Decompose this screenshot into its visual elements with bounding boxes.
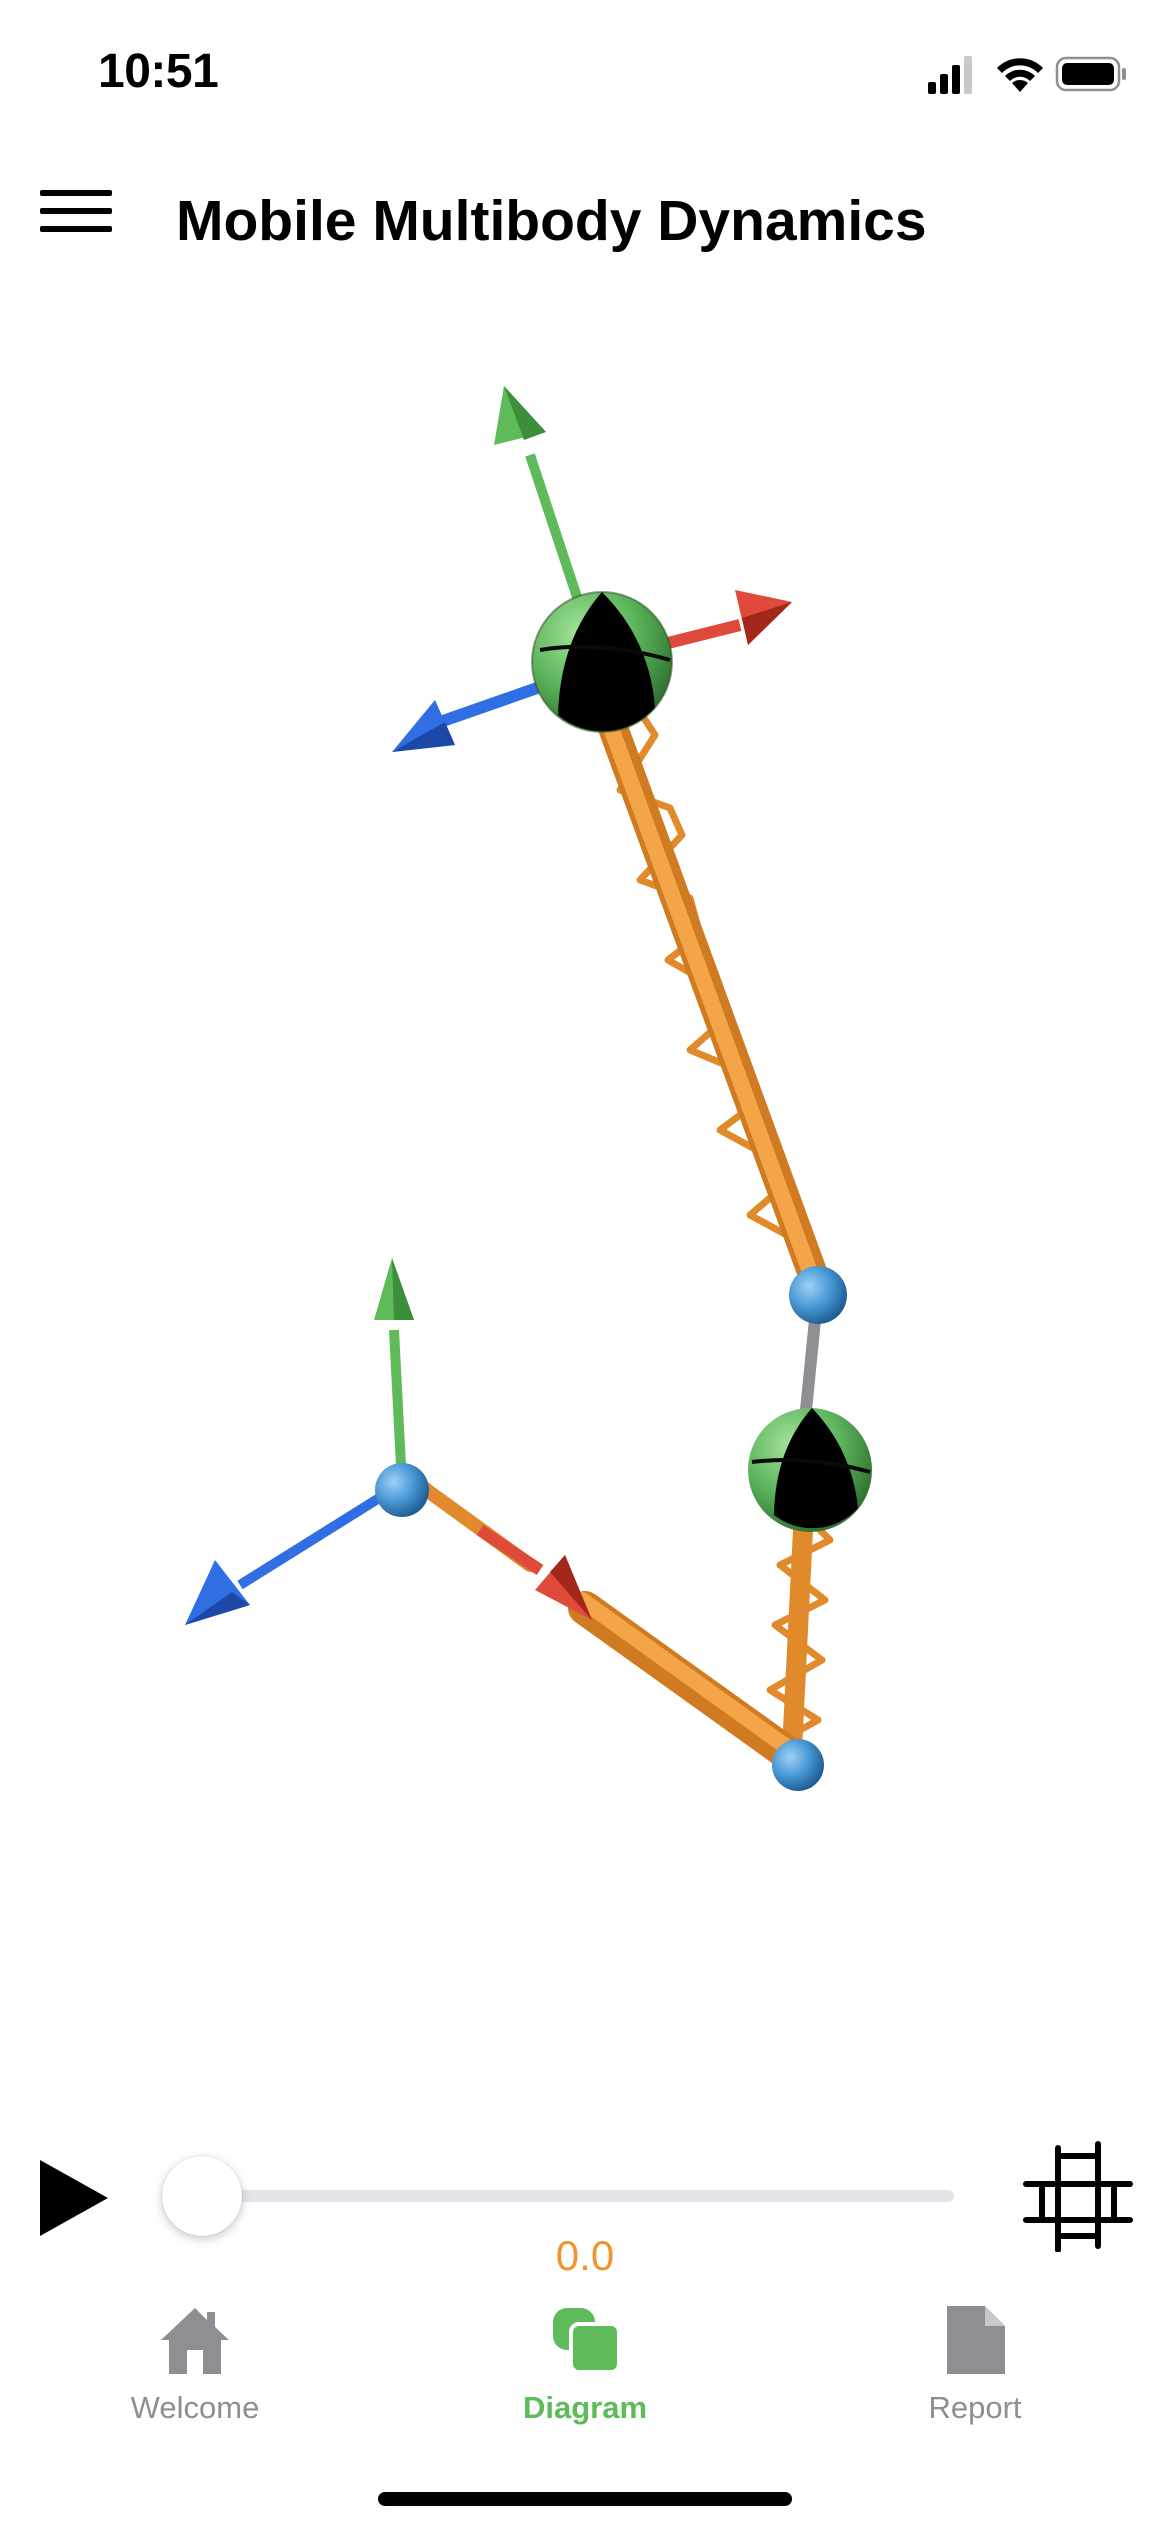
tab-bar: Welcome Diagram Report	[0, 2290, 1170, 2450]
tab-label: Report	[928, 2390, 1022, 2425]
home-indicator[interactable]	[378, 2492, 792, 2506]
play-icon[interactable]	[36, 2156, 112, 2240]
bottom-joint	[772, 1739, 824, 1791]
cellular-signal-icon	[928, 56, 972, 94]
time-value: 0.0	[555, 2232, 615, 2279]
time-slider-track[interactable]	[168, 2190, 954, 2202]
battery-icon	[1055, 56, 1126, 92]
base-joint	[375, 1463, 429, 1517]
time-slider-thumb[interactable]	[162, 2156, 242, 2236]
tab-label: Diagram	[522, 2390, 648, 2425]
lower-mass	[748, 1408, 872, 1532]
page-title: Mobile Multibody Dynamics	[176, 189, 927, 253]
status-time: 10:51	[98, 45, 219, 98]
wifi-icon	[997, 58, 1043, 92]
nav-bar: Mobile Multibody Dynamics	[0, 150, 1170, 280]
multibody-diagram[interactable]	[0, 300, 1170, 2100]
upper-mass	[531, 591, 673, 733]
upper-rod	[597, 710, 830, 1295]
house-icon	[161, 2308, 229, 2374]
frame-crop-icon[interactable]	[1022, 2140, 1134, 2252]
tab-welcome[interactable]: Welcome	[55, 2290, 335, 2440]
document-icon	[947, 2306, 1005, 2374]
tab-diagram[interactable]: Diagram	[445, 2290, 725, 2440]
base-rod	[403, 1471, 807, 1772]
status-icons	[928, 56, 1126, 94]
status-bar: 10:51	[0, 0, 1170, 150]
base-frame-axes	[185, 1258, 592, 1625]
tab-label: Welcome	[130, 2390, 260, 2425]
upper-joint	[789, 1266, 847, 1324]
tab-report[interactable]: Report	[835, 2290, 1115, 2440]
upper-frame-axes	[392, 386, 792, 752]
diagram-squares-icon	[553, 2308, 621, 2374]
hamburger-menu-icon[interactable]	[38, 180, 114, 242]
